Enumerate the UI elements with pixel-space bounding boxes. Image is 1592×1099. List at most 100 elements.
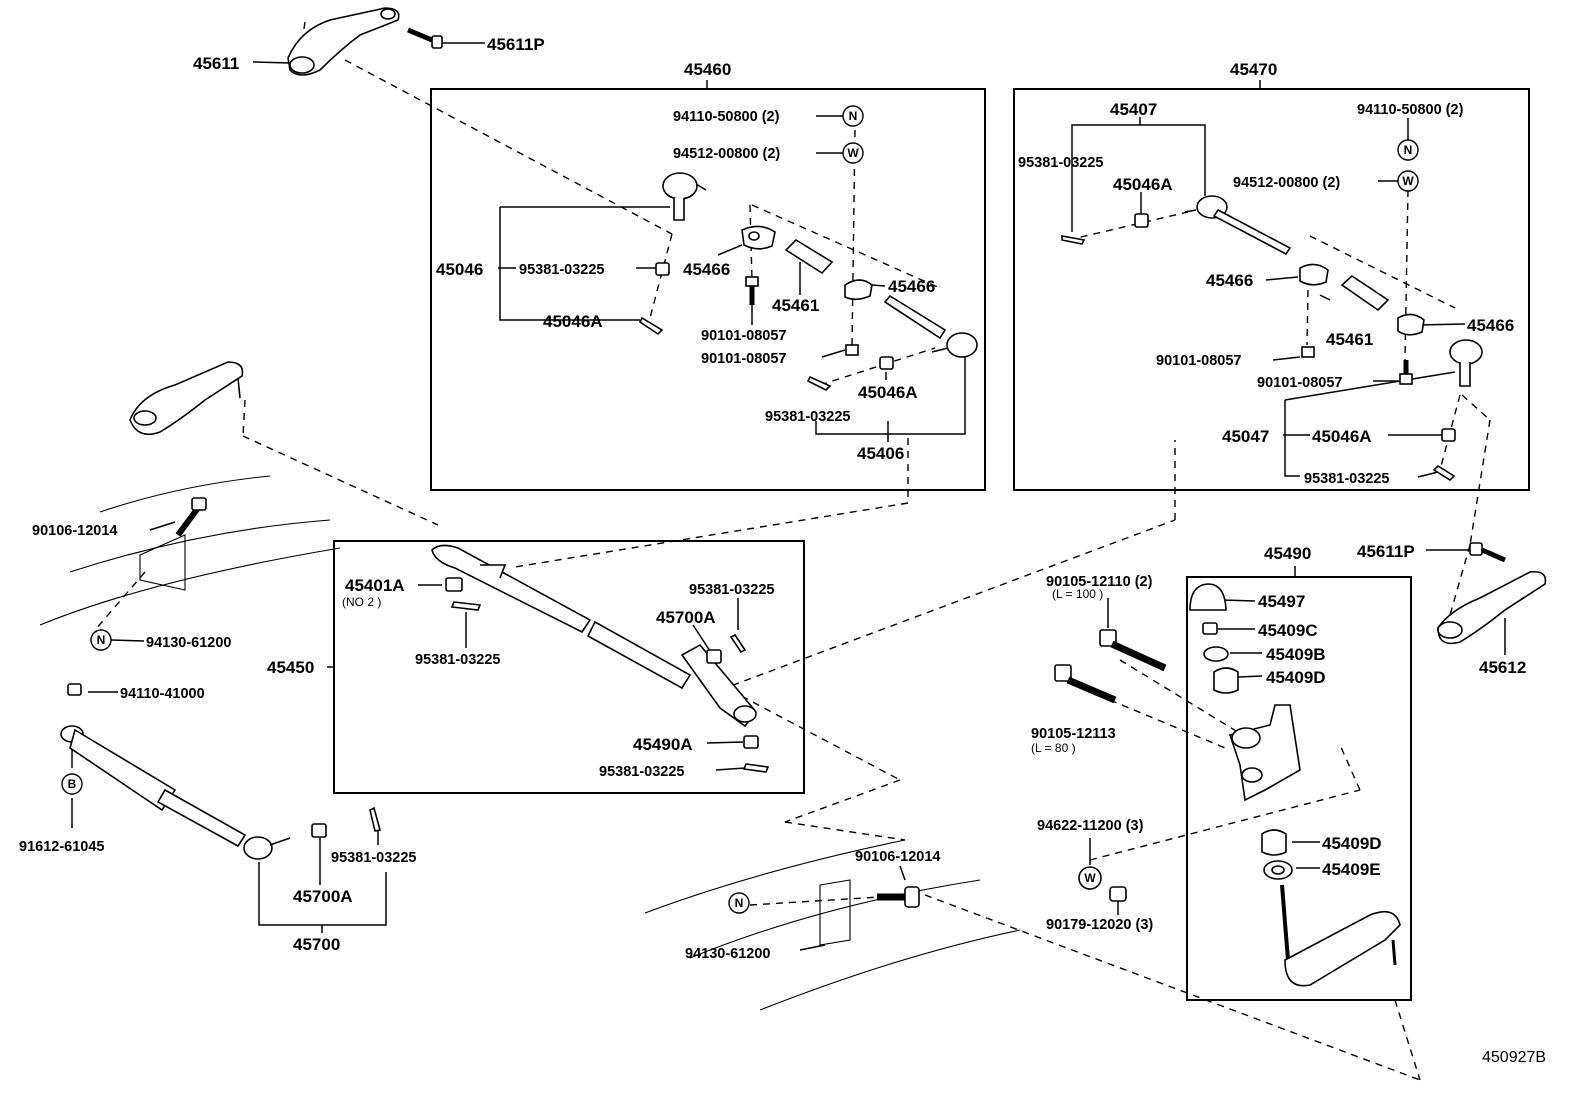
label-45466-c: 45466 (1206, 271, 1253, 290)
label-45409D-a: 45409D (1266, 668, 1326, 687)
label-45497: 45497 (1258, 592, 1305, 611)
bolt-symbol-91612: B (61, 773, 83, 795)
nut-symbol-94110-b: N (1397, 139, 1419, 161)
cotter-pin-95381-e-drawing (450, 601, 482, 611)
tie-rod-end-45407-drawing (1184, 195, 1292, 256)
bolt-90101-c-drawing (1301, 346, 1315, 358)
label-90179-12020: 90179-12020 (3) (1046, 917, 1153, 933)
label-91612-61045: 91612-61045 (19, 839, 104, 855)
pitman-arm-left-drawing (129, 361, 244, 436)
cotter-pin-95381-g-drawing (742, 763, 770, 773)
bushing-45409E-drawing (1263, 860, 1293, 880)
label-45409C: 45409C (1258, 621, 1318, 640)
label-95381-03225-g: 95381-03225 (599, 764, 684, 780)
label-45466-b: 45466 (888, 277, 935, 296)
label-45611P-right: 45611P (1357, 542, 1415, 561)
svg-text:W: W (1084, 871, 1096, 885)
bolt-90106-a-drawing (175, 497, 207, 537)
cotter-pin-95381-b-drawing (806, 375, 832, 391)
frame-outline-bottom (644, 839, 1021, 1011)
castle-nut-45401A-drawing (445, 577, 463, 592)
label-45450: 45450 (267, 658, 314, 677)
diagram-code: 450927B (1482, 1049, 1546, 1066)
label-45401A: 45401A (345, 576, 405, 595)
nut-symbol-94130-b: N (728, 892, 750, 914)
label-45407: 45407 (1110, 100, 1157, 119)
label-45466-a: 45466 (683, 260, 730, 279)
relay-rod-45450-drawing (431, 544, 758, 728)
washer-45409B-drawing (1203, 646, 1229, 662)
label-95381-03225-f: 95381-03225 (689, 582, 774, 598)
bolt-90101-a-drawing (745, 276, 759, 305)
label-45466-d: 45466 (1467, 316, 1514, 335)
nut-symbol-94110-a: N (842, 105, 864, 127)
cotter-pin-95381-d-drawing (1432, 464, 1456, 482)
label-45409E: 45409E (1322, 860, 1381, 879)
svg-text:B: B (68, 777, 77, 791)
cap-45497-drawing (1189, 583, 1227, 611)
castle-nut-45700A-a-drawing (706, 649, 722, 664)
pitman-arm-45612-drawing (1437, 570, 1547, 645)
clamp-45466-d-drawing (1397, 313, 1425, 336)
label-90105-12110: 90105-12110 (2) (1046, 574, 1153, 590)
svg-text:W: W (1402, 174, 1414, 188)
label-95381-03225-b: 95381-03225 (765, 409, 850, 425)
label-45470: 45470 (1230, 60, 1277, 79)
cotter-pin-95381-f-drawing (729, 633, 747, 654)
label-94622-11200: 94622-11200 (3) (1037, 818, 1144, 834)
label-94512-00800-b: 94512-00800 (2) (1233, 175, 1340, 191)
dashed-assembly-lines (94, 21, 1491, 1081)
bolt-45611P-right-drawing (1469, 542, 1506, 563)
label-94130-61200-b: 94130-61200 (685, 946, 770, 962)
label-45611P-top: 45611P (487, 35, 545, 54)
label-45700A-a: 45700A (656, 608, 716, 627)
washer-symbol-94512-b: W (1397, 170, 1419, 192)
castle-nut-45046A-d-drawing (1441, 428, 1456, 442)
label-94512-00800-a: 94512-00800 (2) (673, 146, 780, 162)
label-45461-b: 45461 (1326, 330, 1373, 349)
label-90105-12110-sub: (L = 100 ) (1052, 587, 1103, 601)
nut-45409C-drawing (1202, 622, 1218, 635)
cotter-pin-45046A-a-drawing (638, 316, 664, 336)
label-90101-08057-c: 90101-08057 (1156, 353, 1241, 369)
label-94110-50800-a: 94110-50800 (2) (673, 109, 780, 125)
label-45611: 45611 (193, 54, 239, 73)
idler-arm-drawing (1280, 884, 1401, 987)
cotter-pin-95381-c-drawing (1061, 235, 1086, 245)
leader-lines (71, 42, 1506, 951)
label-45046A-b: 45046A (858, 383, 918, 402)
bolt-90101-b-drawing (845, 344, 859, 356)
label-45700: 45700 (293, 935, 340, 954)
tie-rod-end-45046-drawing (662, 172, 707, 221)
label-94110-41000: 94110-41000 (120, 686, 205, 702)
nut-90179-drawing (1109, 886, 1127, 902)
castle-nut-45046A-c-drawing (1134, 213, 1149, 228)
label-45046A-c: 45046A (1113, 175, 1173, 194)
svg-text:N: N (97, 633, 106, 647)
idler-arm-bracket-drawing (1228, 704, 1301, 802)
washer-symbol-94622: W (1084, 871, 1096, 885)
label-90101-08057-b: 90101-08057 (701, 351, 786, 367)
label-95381-03225-c: 95381-03225 (1018, 155, 1103, 171)
label-45460: 45460 (684, 60, 731, 79)
clamp-45466-c-drawing (1299, 263, 1329, 286)
label-90105-12113-sub: (L = 80 ) (1031, 741, 1076, 755)
frame-outline-left (39, 475, 341, 626)
label-45401A-sub: (NO 2 ) (342, 595, 381, 609)
label-94110-50800-b: 94110-50800 (2) (1357, 102, 1464, 118)
bolt-90106-b-drawing (877, 886, 920, 908)
label-90101-08057-a: 90101-08057 (701, 328, 786, 344)
label-45046A-d: 45046A (1312, 427, 1372, 446)
label-94130-61200-a: 94130-61200 (146, 635, 231, 651)
steering-damper-45700-drawing (60, 725, 291, 860)
assembly-box-45490 (1186, 576, 1412, 1001)
castle-nut-95381-a-drawing (655, 262, 670, 276)
label-90101-08057-d: 90101-08057 (1257, 375, 1342, 391)
label-45612: 45612 (1479, 658, 1526, 677)
label-45490A: 45490A (633, 735, 693, 754)
bushing-45409D-a-drawing (1213, 667, 1239, 694)
label-45409B: 45409B (1266, 645, 1326, 664)
label-45490: 45490 (1264, 544, 1311, 563)
nut-94110-41000-drawing (67, 683, 82, 696)
